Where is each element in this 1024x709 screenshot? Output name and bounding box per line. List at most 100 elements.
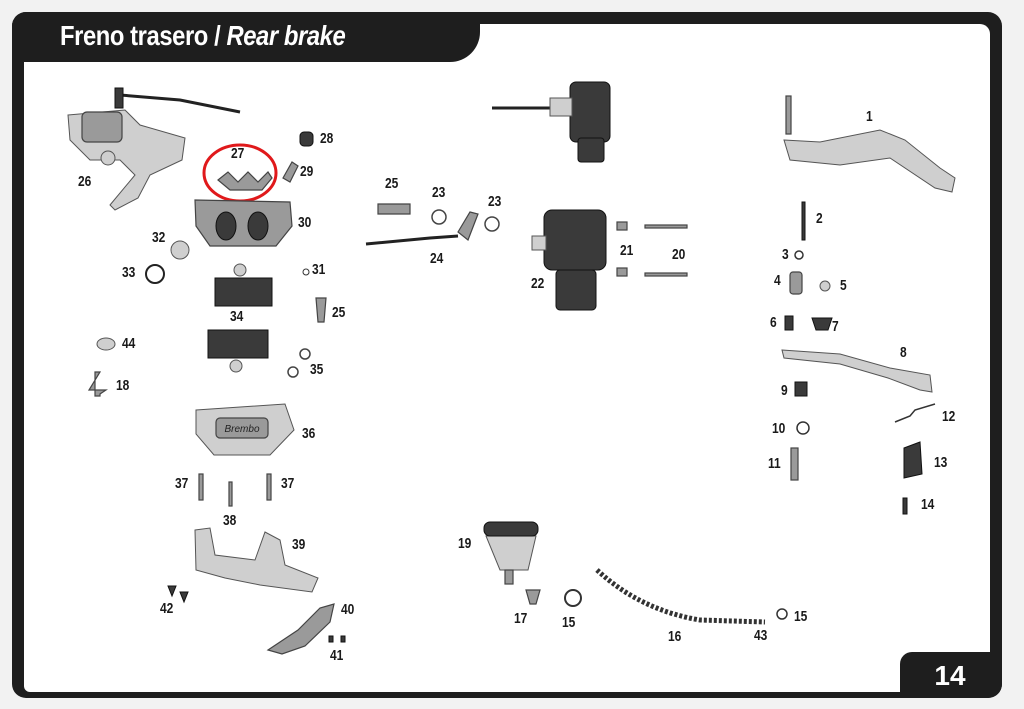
part-21-screw-a (616, 221, 628, 231)
part-label-22: 22 (531, 275, 545, 292)
part-label-43: 43 (754, 627, 768, 644)
part-40-guard (266, 603, 335, 655)
part-label-41: 41 (330, 647, 344, 664)
part-label-7: 7 (832, 318, 839, 335)
part-label-36: 36 (302, 425, 316, 442)
part-36-brembo-caliper: Brembo (195, 403, 295, 456)
page-title: Freno trasero / Rear brake (60, 20, 346, 52)
part-label-25-top: 25 (385, 175, 399, 192)
part-17-fitting (525, 589, 541, 605)
part-label-39: 39 (292, 536, 306, 553)
part-13-bracket (903, 441, 923, 479)
part-label-24: 24 (430, 250, 444, 267)
part-label-38: 38 (223, 512, 237, 529)
part-20-rod-b (644, 272, 688, 277)
title-english: Rear brake (226, 20, 346, 51)
part-label-35: 35 (310, 361, 324, 378)
part-label-1: 1 (866, 108, 873, 125)
part-24-brake-hose (365, 211, 479, 246)
part-label-11: 11 (768, 455, 781, 472)
part-label-13: 13 (934, 454, 948, 471)
part-label-10: 10 (772, 420, 786, 437)
part-10-washer (796, 421, 810, 435)
part-label-14: 14 (921, 496, 935, 513)
part-20-rod-a (644, 224, 688, 229)
part-1-brake-pedal (783, 95, 956, 193)
part-7-bushing (811, 317, 833, 331)
part-label-44: 44 (122, 335, 136, 352)
part-8-lever (781, 349, 933, 393)
part-22-master-cylinder (531, 209, 607, 311)
part-15-clamp-right (776, 608, 788, 620)
part-master-cylinder-upper (492, 81, 611, 163)
part-41-screw-b (340, 635, 346, 643)
part-28-bleeder-cap (299, 131, 314, 147)
part-19-reservoir (483, 521, 539, 585)
part-42-screw-b (179, 591, 189, 604)
part-5-nut (819, 280, 831, 292)
part-6-bolt (784, 315, 794, 331)
part-label-4: 4 (774, 272, 781, 289)
part-label-26: 26 (78, 173, 92, 190)
part-label-19: 19 (458, 535, 472, 552)
part-31-ring (302, 268, 310, 276)
part-label-42: 42 (160, 600, 174, 617)
title-separator: / (207, 20, 227, 51)
part-25-banjo-bolt (377, 203, 411, 215)
part-21-screw-b (616, 267, 628, 277)
part-11-bolt (790, 447, 799, 481)
part-label-21: 21 (620, 242, 634, 259)
part-label-34: 34 (230, 308, 244, 325)
part-label-23-left: 23 (432, 184, 446, 201)
part-29-bleeder (282, 161, 299, 183)
part-2-pin (801, 201, 806, 241)
part-label-31: 31 (312, 261, 326, 278)
part-label-28: 28 (320, 130, 334, 147)
part-15-clamp-left (564, 589, 582, 607)
part-label-25-left: 25 (332, 304, 346, 321)
brembo-logo: Brembo (224, 424, 259, 435)
part-26-caliper-assembly (67, 87, 241, 211)
part-35-washer-a (299, 348, 311, 360)
part-label-12: 12 (942, 408, 956, 425)
part-32-piston (170, 240, 190, 260)
part-41-screw-a (328, 635, 334, 643)
part-23-washer-left (431, 209, 447, 225)
part-label-3: 3 (782, 246, 789, 263)
part-25-bolt (315, 297, 327, 323)
part-37-bolt-left (198, 473, 204, 501)
part-44-washer (96, 337, 116, 351)
part-label-30: 30 (298, 214, 312, 231)
part-3-washer (794, 250, 804, 260)
part-label-5: 5 (840, 277, 847, 294)
page-number-tab (900, 652, 1002, 698)
part-label-8: 8 (900, 344, 907, 361)
part-12-spring (894, 403, 936, 423)
part-label-16: 16 (668, 628, 682, 645)
part-label-15-left: 15 (562, 614, 576, 631)
part-label-2: 2 (816, 210, 823, 227)
part-label-27: 27 (231, 145, 245, 162)
part-label-6: 6 (770, 314, 777, 331)
part-42-screw-a (167, 585, 177, 598)
title-tab (12, 12, 480, 62)
part-34-brake-pads (207, 263, 273, 373)
part-label-18: 18 (116, 377, 130, 394)
part-23-washer-right (484, 216, 500, 232)
part-label-23-right: 23 (488, 193, 502, 210)
part-label-37-right: 37 (281, 475, 295, 492)
title-spanish: Freno trasero (60, 20, 208, 51)
part-label-20: 20 (672, 246, 686, 263)
part-39-bracket (194, 527, 319, 593)
part-label-33: 33 (122, 264, 136, 281)
part-14-pin (902, 497, 908, 515)
part-30-caliper-body (194, 199, 293, 247)
part-label-15-right: 15 (794, 608, 808, 625)
part-label-9: 9 (781, 382, 788, 399)
part-9-spacer (794, 381, 808, 397)
part-label-29: 29 (300, 163, 314, 180)
part-35-washer-b (287, 366, 299, 378)
part-38-pin (228, 481, 233, 507)
part-label-40: 40 (341, 601, 355, 618)
